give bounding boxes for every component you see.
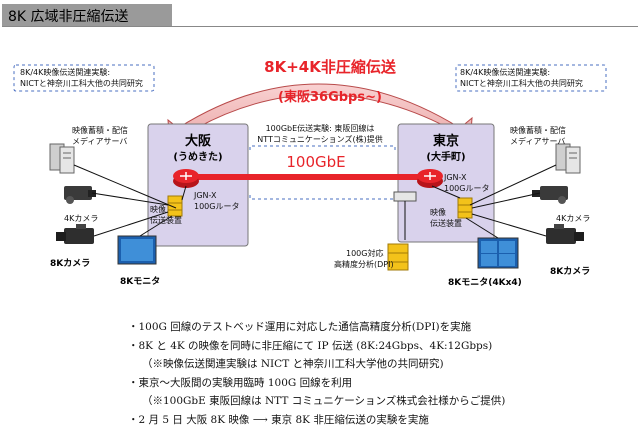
- osaka-router-line2: 100Gルータ: [194, 202, 239, 211]
- tokyo-4k-camera-label: 4Kカメラ: [556, 214, 590, 223]
- bullet-item: ・100G 回線のテストベッド運用に対応した通信高精度分析(DPI)を実施: [128, 318, 628, 337]
- tokyo-sub: (大手町): [426, 150, 465, 163]
- osaka-4k-camera-icon: [64, 186, 96, 204]
- osaka-sub: (うめきた): [173, 151, 222, 163]
- note-right-line2: NICTと神奈川工科大他の共同研究: [460, 78, 583, 88]
- note-left: 8K/4K映像伝送関連実験: NICTと神奈川工科大他の共同研究: [14, 65, 154, 91]
- tokyo-8k-monitor-label: 8Kモニタ(4Kx4): [448, 276, 522, 288]
- osaka-8k-camera-label: 8Kカメラ: [50, 258, 90, 269]
- tokyo-router-line1: JGN-X: [443, 173, 467, 182]
- tokyo-name: 東京: [433, 133, 459, 149]
- arc-subtitle: (東阪36Gbps~): [278, 89, 382, 105]
- tokyo-router-line2: 100Gルータ: [444, 184, 489, 193]
- tokyo-4k-camera-icon: [532, 186, 568, 204]
- bullet-item: （※映像伝送関連実験は NICT と神奈川工科大学他の共同研究): [128, 355, 628, 374]
- osaka-4k-camera-label: 4Kカメラ: [64, 214, 98, 223]
- tokyo-router-icon: [417, 169, 443, 188]
- bullet-item: ・8K と 4K の映像を同時に非圧縮にて IP 伝送 (8K:24Gbps、4…: [128, 337, 628, 356]
- tokyo-8k-camera-label: 8Kカメラ: [550, 266, 590, 277]
- tokyo-storage-line1: 映像蓄積・配信: [510, 125, 566, 135]
- note-left-line1: 8K/4K映像伝送関連実験:: [20, 67, 110, 77]
- tokyo-storage-line2: メディアサーバ: [510, 136, 565, 146]
- osaka-media-server-icon: [50, 144, 74, 173]
- link-note-line2: NTTコミュニケーションズ(株)提供: [257, 134, 383, 144]
- bullet-list: ・100G 回線のテストベッド運用に対応した通信高精度分析(DPI)を実施 ・8…: [128, 318, 628, 429]
- osaka-storage-line1: 映像蓄積・配信: [72, 125, 128, 135]
- bullet-item: ・2 月 5 日 大阪 8K 映像 ⟶ 東京 8K 非圧縮伝送の実験を実施: [128, 411, 628, 429]
- link-label: 100GbE: [286, 153, 345, 171]
- link-note-line1: 100GbE伝送実験: 東阪回線は: [266, 123, 375, 133]
- arc-title: 8K+4K非圧縮伝送: [264, 58, 397, 76]
- tokyo-8k-monitor-icon: [478, 238, 518, 268]
- bullet-item: （※100GbE 東阪回線は NTT コミュニケーションズ株式会社様からご提供): [128, 392, 628, 411]
- dpi-line1: 100G対応: [346, 248, 383, 258]
- osaka-router-line1: JGN-X: [193, 191, 217, 200]
- tokyo-device-line1: 映像: [430, 207, 446, 217]
- tokyo-8k-camera-icon: [546, 224, 584, 244]
- note-right-line1: 8K/4K映像伝送関連実験:: [460, 67, 550, 77]
- osaka-name: 大阪: [185, 133, 212, 149]
- tokyo-transmission-device-icon: [458, 198, 472, 218]
- osaka-storage-line2: メディアサーバ: [72, 136, 127, 146]
- osaka-router-icon: [173, 169, 199, 188]
- osaka-8k-monitor-icon: [118, 236, 156, 264]
- tokyo-device-line2: 伝送装置: [430, 218, 462, 228]
- tokyo-media-server-icon: [556, 144, 580, 173]
- 100gbe-link-line: [188, 174, 422, 180]
- note-right: 8K/4K映像伝送関連実験: NICTと神奈川工科大他の共同研究: [456, 65, 606, 91]
- osaka-device-line1: 映像: [150, 204, 166, 214]
- dpi-line2: 高精度分析(DPI): [334, 259, 394, 269]
- bullet-item: ・東京～大阪間の実験用臨時 100G 回線を利用: [128, 374, 628, 393]
- note-left-line2: NICTと神奈川工科大他の共同研究: [20, 78, 143, 88]
- osaka-8k-monitor-label: 8Kモニタ: [120, 275, 160, 287]
- osaka-8k-camera-icon: [56, 224, 94, 244]
